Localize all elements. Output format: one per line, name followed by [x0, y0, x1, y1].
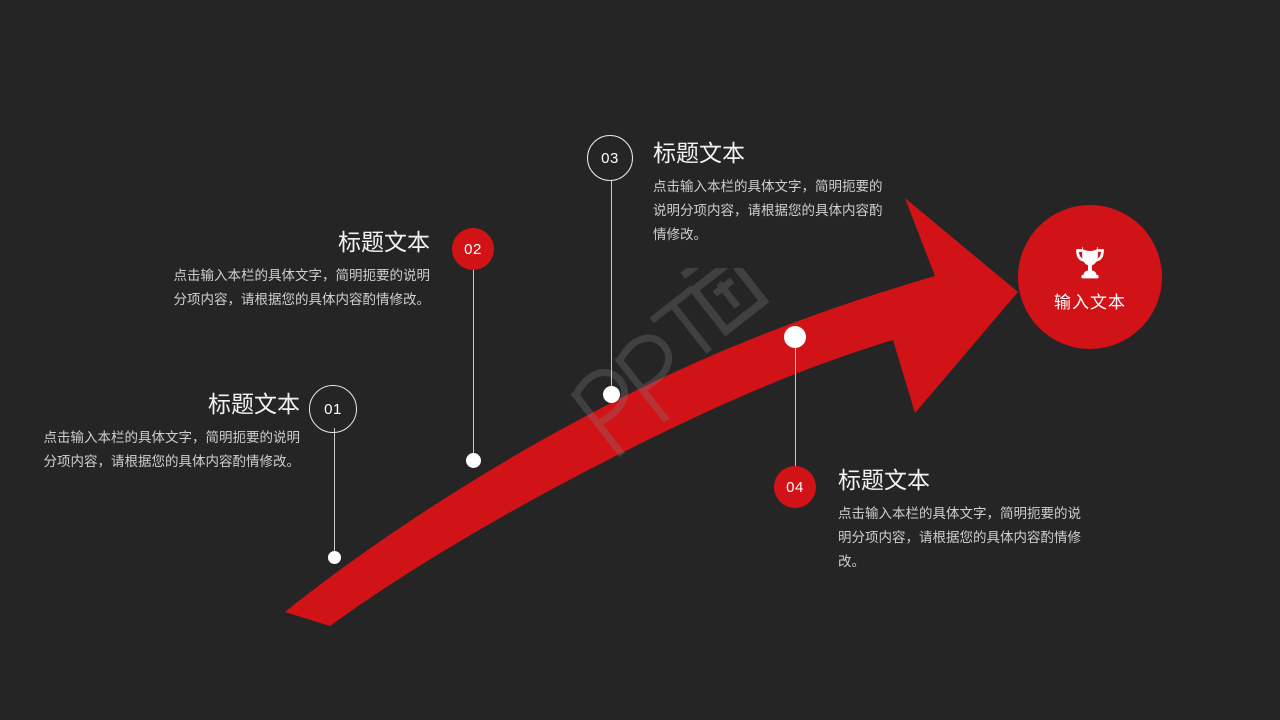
text-block-03: 标题文本 点击输入本栏的具体文字，简明扼要的说明分项内容，请根据您的具体内容酌情…	[653, 140, 893, 246]
item-body-03: 点击输入本栏的具体文字，简明扼要的说明分项内容，请根据您的具体内容酌情修改。	[653, 179, 883, 242]
item-body-01: 点击输入本栏的具体文字，简明扼要的说明分项内容，请根据您的具体内容酌情修改。	[43, 430, 301, 469]
arrow-dot-04	[784, 326, 806, 348]
arrow-dot-01	[328, 551, 341, 564]
item-title-04: 标题文本	[838, 467, 930, 493]
connector-line-02	[473, 270, 474, 460]
text-block-01: 标题文本 点击输入本栏的具体文字，简明扼要的说明分项内容，请根据您的具体内容酌情…	[38, 391, 301, 474]
item-title-01: 标题文本	[208, 391, 300, 417]
connector-line-03	[611, 180, 612, 393]
badge-label-03: 03	[601, 149, 619, 167]
connector-line-01	[334, 428, 335, 558]
item-title-03: 标题文本	[653, 140, 745, 166]
text-block-04: 标题文本 点击输入本栏的具体文字，简明扼要的说明分项内容，请根据您的具体内容酌情…	[838, 467, 1090, 573]
end-node-circle[interactable]: 输入文本	[1018, 205, 1162, 349]
badge-label-02: 02	[464, 240, 482, 258]
end-node-label: 输入文本	[1054, 292, 1126, 312]
number-badge-03[interactable]: 03	[587, 135, 633, 181]
item-body-02: 点击输入本栏的具体文字，简明扼要的说明分项内容，请根据您的具体内容酌情修改。	[173, 268, 431, 307]
number-badge-04[interactable]: 04	[774, 466, 816, 508]
item-body-04: 点击输入本栏的具体文字，简明扼要的说明分项内容，请根据您的具体内容酌情修改。	[838, 506, 1081, 569]
connector-line-04	[795, 345, 796, 467]
badge-label-04: 04	[786, 478, 804, 496]
item-title-02: 标题文本	[338, 229, 430, 255]
arrow-dot-02	[466, 453, 481, 468]
trophy-icon	[1076, 244, 1104, 278]
curved-arrow-shape	[285, 198, 1018, 626]
number-badge-02[interactable]: 02	[452, 228, 494, 270]
badge-label-01: 01	[324, 400, 342, 418]
text-block-02: 标题文本 点击输入本栏的具体文字，简明扼要的说明分项内容，请根据您的具体内容酌情…	[165, 229, 431, 312]
number-badge-01[interactable]: 01	[309, 385, 357, 433]
arrow-dot-03	[603, 386, 620, 403]
